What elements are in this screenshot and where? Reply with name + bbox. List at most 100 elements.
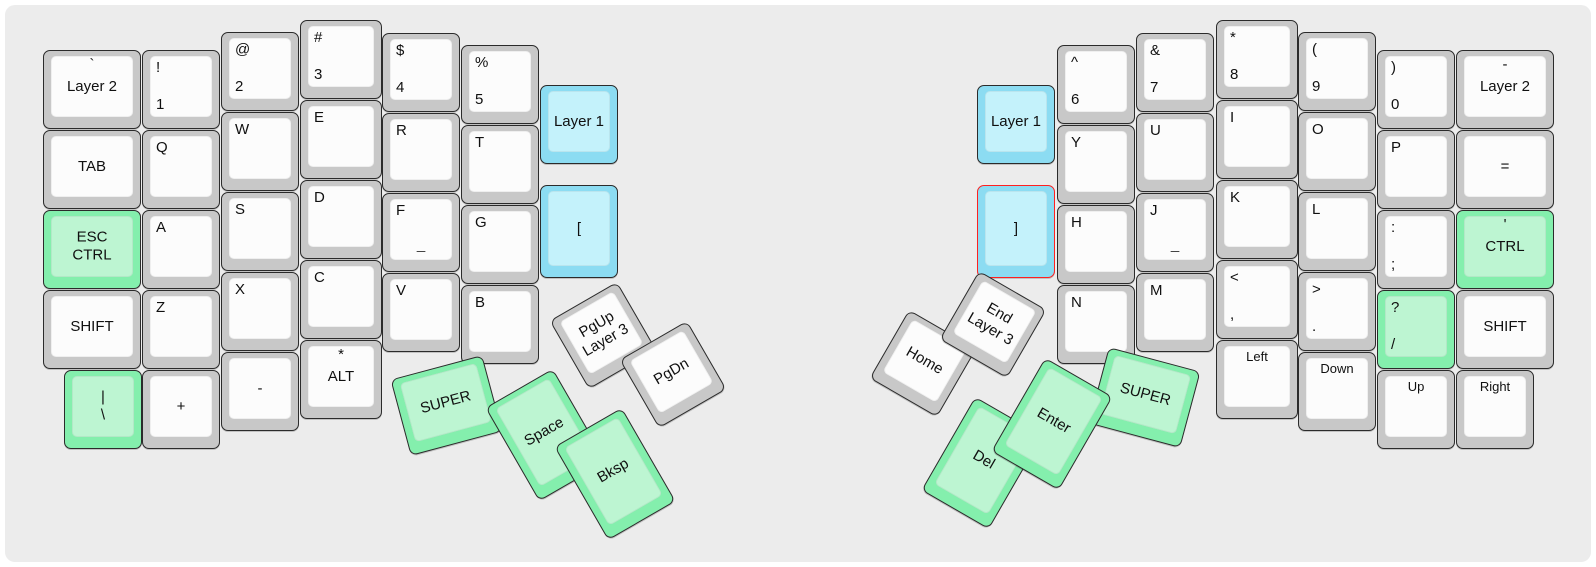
key-l-x[interactable]: X [221,272,299,351]
keycap-r-super: SUPER [1098,354,1191,434]
key-r-slash[interactable]: ?/ [1377,290,1455,369]
key-r-k[interactable]: K [1216,180,1298,259]
legend-bottom-l-1: 1 [156,96,165,114]
key-l-w[interactable]: W [221,112,299,191]
key-r-i[interactable]: I [1216,100,1298,179]
legend-top-l-4: $ [396,42,405,59]
key-l-bracket-open[interactable]: [ [540,185,618,278]
legend-bottom-l-4: 4 [396,79,405,97]
legend-center-l-shift: SHIFT [70,317,114,335]
keycap-r-minus-layer2: -Layer 2 [1464,56,1546,117]
key-r-equal[interactable]: = [1456,130,1554,209]
keycap-r-k: K [1224,186,1290,247]
key-r-right[interactable]: Right [1456,370,1534,449]
key-l-3[interactable]: #3 [300,20,382,99]
key-l-grave-layer2[interactable]: `Layer 2 [43,50,141,129]
legend-bottom-r-comma: , [1230,306,1235,324]
legend-center-l-pgdn: PgDn [650,353,692,388]
key-r-7[interactable]: &7 [1136,33,1214,112]
key-l-f[interactable]: F_ [382,193,460,272]
key-r-9[interactable]: (9 [1298,32,1376,111]
key-l-4[interactable]: $4 [382,33,460,112]
legend-bottom-r-period: . [1312,318,1317,336]
key-r-0[interactable]: )0 [1377,50,1455,129]
key-l-super[interactable]: SUPER [389,354,503,456]
keycap-l-3: #3 [308,26,374,87]
legend-top-l-star-alt: * [338,346,344,363]
keycap-r-p: P [1385,136,1447,197]
key-r-semicolon[interactable]: :; [1377,210,1455,289]
key-l-plus[interactable]: + [142,370,220,449]
legend-bottom-r-6: 6 [1071,91,1080,109]
key-r-layer1[interactable]: Layer 1 [977,85,1055,164]
key-l-s[interactable]: S [221,192,299,271]
key-l-r[interactable]: R [382,113,460,192]
key-r-l[interactable]: L [1298,192,1376,271]
keycap-l-tab: TAB [51,136,133,197]
legend-center-l-bksp: Bksp [594,454,632,487]
key-r-shift[interactable]: SHIFT [1456,290,1554,369]
key-r-6[interactable]: ^6 [1057,45,1135,124]
key-l-1[interactable]: !1 [142,50,220,129]
legend-top-r-slash: ? [1391,299,1400,316]
legend-top-r-l: L [1312,201,1321,218]
key-l-v[interactable]: V [382,273,460,352]
legend-top-l-grave-layer2: ` [89,56,95,73]
key-l-t[interactable]: T [461,125,539,204]
keycap-l-f: F_ [390,199,452,260]
key-r-period[interactable]: >. [1298,272,1376,351]
key-r-8[interactable]: *8 [1216,20,1298,99]
keycap-r-m: M [1144,279,1206,340]
key-r-comma[interactable]: <, [1216,260,1298,339]
keycap-l-layer1: Layer 1 [548,91,610,152]
key-l-c[interactable]: C [300,260,382,339]
key-l-minus[interactable]: - [221,352,299,431]
keycap-l-minus: - [229,358,291,419]
legend-bottom-r-7: 7 [1150,79,1159,97]
key-r-p[interactable]: P [1377,130,1455,209]
key-r-o[interactable]: O [1298,112,1376,191]
key-l-pipe-backslash[interactable]: | \ [64,370,142,449]
key-r-j[interactable]: J_ [1136,193,1214,272]
key-l-2[interactable]: @2 [221,32,299,111]
key-l-a[interactable]: A [142,210,220,289]
key-l-star-alt[interactable]: *ALT [300,340,382,419]
keycap-r-n: N [1065,291,1127,352]
key-l-e[interactable]: E [300,100,382,179]
legend-center-r-up: Up [1407,379,1425,394]
legend-bottom-l-3: 3 [314,66,323,84]
key-r-down[interactable]: Down [1298,352,1376,431]
key-l-5[interactable]: %5 [461,45,539,124]
keycap-l-e: E [308,106,374,167]
keycap-l-b: B [469,291,531,352]
key-r-y[interactable]: Y [1057,125,1135,204]
legend-top-r-u: U [1150,122,1161,139]
legend-top-r-y: Y [1071,134,1082,151]
key-r-bracket-close[interactable]: ] [977,185,1055,278]
key-r-minus-layer2[interactable]: -Layer 2 [1456,50,1554,129]
key-r-up[interactable]: Up [1377,370,1455,449]
keycap-l-a: A [150,216,212,277]
key-l-z[interactable]: Z [142,290,220,369]
legend-top-l-g: G [475,214,487,231]
keycap-l-plus: + [150,376,212,437]
key-l-tab[interactable]: TAB [43,130,141,209]
key-l-esc-ctrl[interactable]: ESC CTRL [43,210,141,289]
key-l-shift[interactable]: SHIFT [43,290,141,369]
key-l-d[interactable]: D [300,180,382,259]
key-r-quote-ctrl[interactable]: 'CTRL [1456,210,1554,289]
key-l-q[interactable]: Q [142,130,220,209]
key-r-left[interactable]: Left [1216,340,1298,419]
keycap-l-q: Q [150,136,212,197]
key-r-u[interactable]: U [1136,113,1214,192]
key-r-m[interactable]: M [1136,273,1214,352]
keycap-r-down: Down [1306,358,1368,419]
keycap-r-layer1: Layer 1 [985,91,1047,152]
legend-bottom-r-slash: / [1391,336,1396,354]
legend-top-r-p: P [1391,139,1402,156]
key-l-b[interactable]: B [461,285,539,364]
key-l-layer1[interactable]: Layer 1 [540,85,618,164]
key-r-h[interactable]: H [1057,205,1135,284]
key-l-g[interactable]: G [461,205,539,284]
